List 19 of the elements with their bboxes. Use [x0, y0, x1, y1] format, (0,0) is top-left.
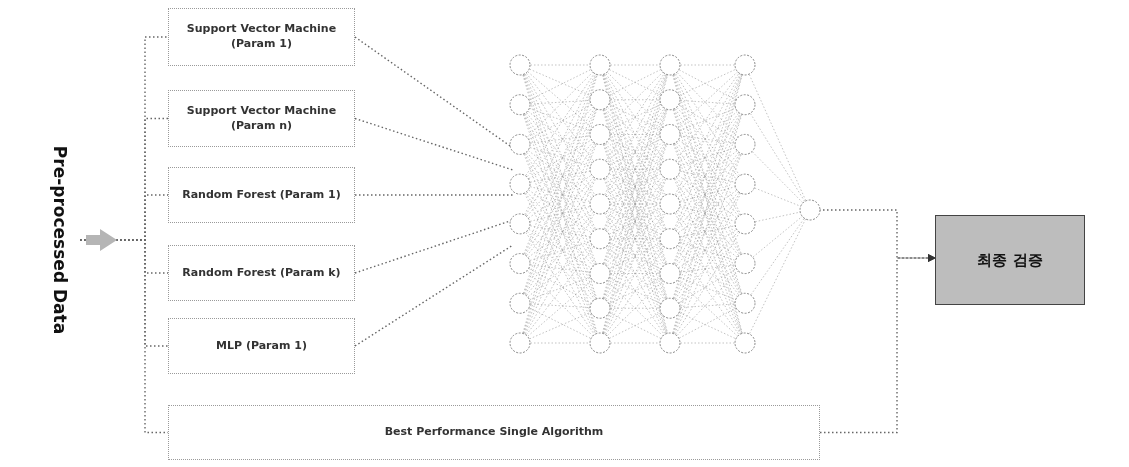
model-box — [168, 245, 355, 301]
connector — [354, 117, 514, 171]
node-label: Random Forest (Param k) — [182, 265, 341, 281]
node-label: Best Performance Single Algorithm — [384, 425, 604, 440]
node-label: Random Forest (Param 1) — [182, 187, 341, 203]
node-label: Support Vector Machine (Param 1) — [185, 22, 338, 52]
result-box — [935, 215, 1085, 305]
model-box — [168, 405, 820, 460]
model-box — [168, 318, 355, 374]
model-box — [168, 167, 355, 223]
node-label: 최종 검증 — [977, 249, 1043, 271]
node-label: Support Vector Machine (Param n) — [185, 103, 338, 134]
model-box — [168, 8, 355, 66]
node-label: MLP (Param 1) — [216, 338, 307, 354]
connector — [819, 254, 936, 434]
connector — [354, 194, 514, 196]
model-box — [168, 90, 355, 147]
connector — [354, 244, 514, 347]
input-label: Pre-processed Data — [49, 145, 72, 335]
